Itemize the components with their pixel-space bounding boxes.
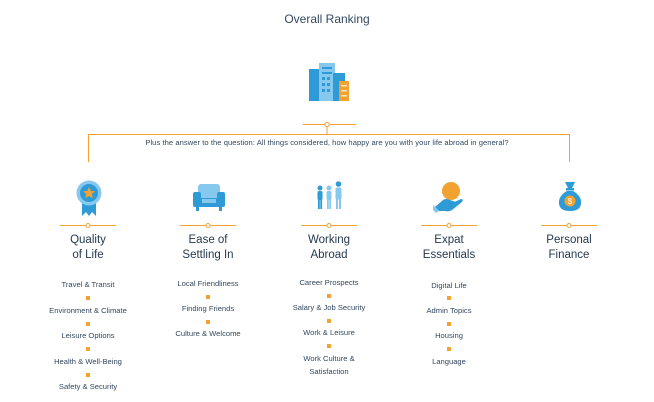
category-personal-finance: Personal Finance [546,234,592,261]
bullet-dot [327,344,331,348]
subtopic-item: Travel & Transit [61,280,115,289]
category-quality-of-life: Quality of Life [70,234,106,261]
subtopic-item: Local Friendliness [177,279,239,288]
award-ribbon-icon [76,180,102,216]
category-ease-of-settling-in: Ease of Settling In [182,234,234,261]
subtopic-item: Finding Friends [181,304,235,313]
bullet-dot [447,322,451,326]
subtopic-item: Environment & Climate [49,306,127,315]
bullet-dot [327,294,331,298]
bullet-dot [86,347,90,351]
bullet-dot [447,296,451,300]
subtopic-item: Work Culture & Satisfaction [303,354,355,376]
subtopic-item: Health & Well-Being [54,357,122,366]
bullet-dot [86,373,90,377]
bullet-dot [447,347,451,351]
subtopic-item: Salary & Job Security [292,303,366,312]
subtopic-item: Language [432,357,466,366]
category-expat-essentials: Expat Essentials [422,234,476,261]
armchair-icon [193,184,225,211]
category-working-abroad: Working Abroad [308,234,350,261]
page-title: Overall Ranking [284,12,370,26]
money-bag-icon: $ [558,182,582,211]
office-buildings-icon [309,63,349,101]
subtopic-item: Work & Leisure [303,328,355,337]
hand-with-coin-icon [433,182,463,213]
subtopic-item: Leisure Options [61,331,115,340]
bullet-dot [206,295,210,299]
subtopic-item: Career Prospects [299,278,359,287]
question-text: Plus the answer to the question: All thi… [145,138,509,147]
subtopic-item: Safety & Security [58,382,118,391]
people-group-icon [317,181,342,209]
subtopic-item: Digital Life [431,281,467,290]
svg-text:$: $ [568,197,573,206]
bullet-dot [327,319,331,323]
subtopic-item: Culture & Welcome [175,329,241,338]
bullet-dot [86,296,90,300]
bullet-dot [206,320,210,324]
subtopic-item: Admin Topics [426,306,472,315]
subtopic-item: Housing [435,331,463,340]
bullet-dot [86,322,90,326]
